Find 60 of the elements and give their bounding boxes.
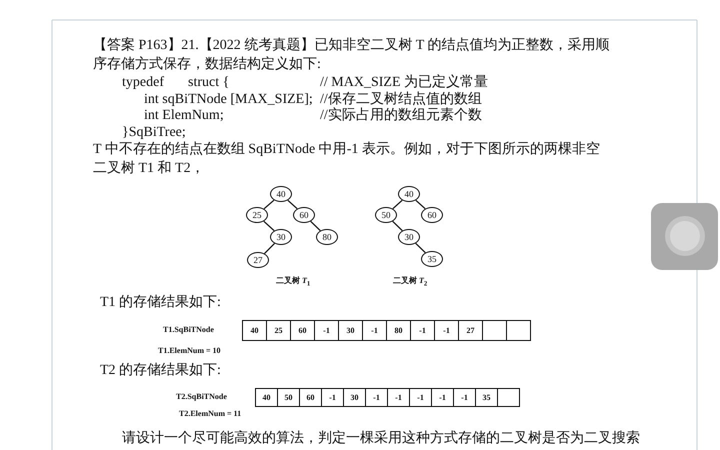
- tree-node: 40: [270, 186, 292, 202]
- tree-edge: [415, 200, 426, 210]
- tree-node: 27: [247, 252, 269, 268]
- code-comment: //实际占用的数组元素个数: [320, 106, 482, 125]
- tree-node: 35: [421, 251, 443, 267]
- tree-edge: [263, 220, 275, 232]
- code-text: struct {: [188, 74, 230, 92]
- array-cell: 30: [343, 388, 366, 407]
- tree-caption: 二叉树 T$_{1}$: [276, 276, 310, 290]
- tree-node: 30: [270, 229, 292, 245]
- array-cell: -1: [409, 388, 432, 407]
- tree-node: 60: [293, 207, 315, 223]
- tree-node: 60: [421, 207, 443, 223]
- tree-node: 30: [398, 229, 420, 245]
- tree-node: 50: [375, 207, 397, 223]
- array-name: T2.ElemNum = 11: [179, 409, 242, 419]
- array-cell: -1: [362, 320, 387, 341]
- tree-edge: [310, 220, 321, 232]
- array-cell: 27: [458, 320, 483, 341]
- array-name: T1.SqBiTNode: [163, 325, 214, 335]
- array-cell: 25: [266, 320, 291, 341]
- tree-caption: 二叉树 T$_{2}$: [393, 276, 428, 290]
- tree-edge: [287, 200, 298, 210]
- code-text: int sqBiTNode [MAX_SIZE];: [144, 91, 313, 109]
- tree-node: 25: [246, 207, 268, 223]
- array-cell: 40: [255, 388, 278, 407]
- tree-edge: [264, 243, 275, 254]
- array-name: T2.SqBiTNode: [176, 392, 227, 402]
- array-cell: 60: [299, 388, 322, 407]
- array-cell: -1: [410, 320, 435, 341]
- body-text: 请设计一个尽可能高效的算法，判定一棵采用这种方式存储的二叉树是否为二叉搜索: [122, 429, 640, 448]
- code-comment: //保存二叉树结点值的数组: [320, 90, 482, 107]
- array-cell: -1: [453, 388, 476, 407]
- tree-node: 40: [398, 186, 420, 202]
- array-cell: -1: [434, 320, 459, 341]
- code-text: int ElemNum;: [144, 107, 224, 125]
- array-cell: 60: [290, 320, 315, 341]
- array-cell: 30: [338, 320, 363, 341]
- array-cell: -1: [431, 388, 454, 407]
- array-cell: -1: [314, 320, 339, 341]
- code-text: typedef: [122, 74, 164, 92]
- code-comment: // MAX_SIZE 为已定义常量: [320, 73, 488, 92]
- body-text: T2 的存储结果如下:: [100, 362, 221, 380]
- tree-edge: [392, 200, 403, 210]
- array-name: T1.ElemNum = 10: [158, 346, 221, 356]
- tree-edge: [392, 220, 403, 232]
- array-cell: -1: [365, 388, 388, 407]
- body-text: T1 的存储结果如下:: [100, 294, 221, 312]
- tree-node: 80: [316, 229, 338, 245]
- array-cell: -1: [387, 388, 410, 407]
- array-cell: 50: [277, 388, 300, 407]
- tree-edge: [264, 200, 274, 210]
- question-text: T 中不存在的结点在数组 SqBiTNode 中用-1 表示。例如，对于下图所示的两棵非空二叉树 T1 和 T2，: [93, 140, 601, 178]
- question-text: 【答案 P163】21.【2022 统考真题】已知非空二叉树 T 的结点值均为正整数，采用顺序存储方式保存，数据结构定义如下:: [93, 36, 611, 74]
- array-cell: 35: [475, 388, 498, 407]
- array-cell: 80: [386, 320, 411, 341]
- tree-edge: [415, 242, 426, 254]
- array-cell: 40: [242, 320, 267, 341]
- code-text: }SqBiTree;: [122, 124, 186, 142]
- array-cell: -1: [321, 388, 344, 407]
